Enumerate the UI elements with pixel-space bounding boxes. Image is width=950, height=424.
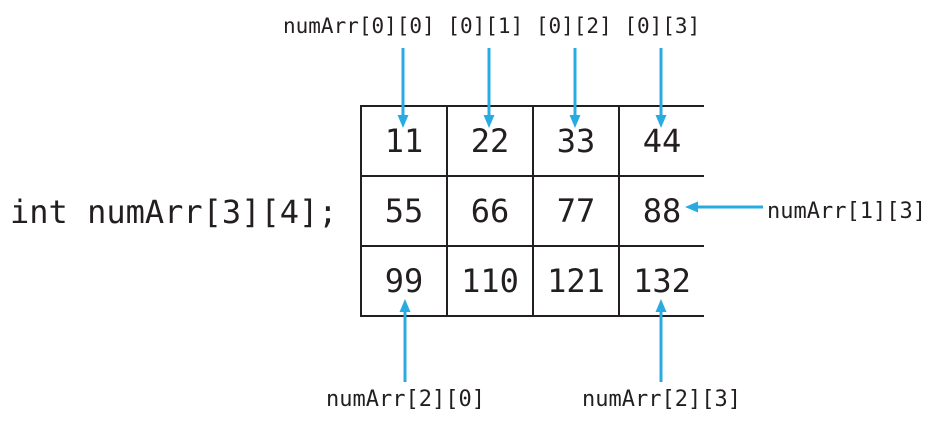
- cell-r0-c2: 33: [534, 107, 618, 175]
- cell-r0-c3: 44: [620, 107, 704, 175]
- top-row-labels: numArr[0][0] [0][1] [0][2] [0][3]: [283, 14, 701, 38]
- bottom-right-element-label: numArr[2][3]: [582, 387, 741, 412]
- cell-r2-c3: 132: [620, 247, 704, 315]
- declaration-text: int numArr[3][4];: [10, 193, 338, 231]
- cell-r0-c0: 11: [362, 107, 446, 175]
- cell-r1-c1: 66: [448, 177, 532, 245]
- bottom-left-element-label: numArr[2][0]: [326, 387, 485, 412]
- cell-r1-c0: 55: [362, 177, 446, 245]
- cell-r1-c3: 88: [620, 177, 704, 245]
- cell-r2-c1: 110: [448, 247, 532, 315]
- right-element-label: numArr[1][3]: [767, 199, 926, 224]
- cell-r2-c2: 121: [534, 247, 618, 315]
- cell-r0-c1: 22: [448, 107, 532, 175]
- cell-r2-c0: 99: [362, 247, 446, 315]
- cell-r1-c2: 77: [534, 177, 618, 245]
- array-grid: 11 22 33 44 55 66 77 88 99 110 121 132: [360, 105, 704, 317]
